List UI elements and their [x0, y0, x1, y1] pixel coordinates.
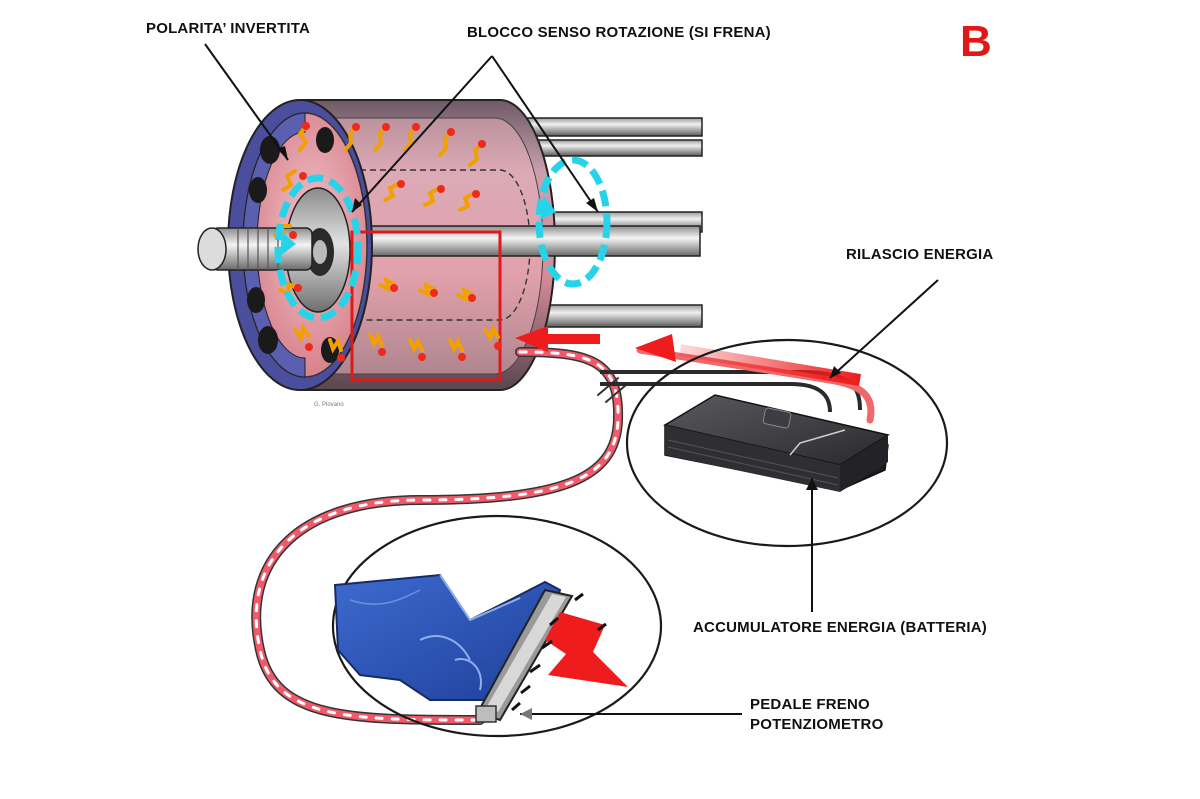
brake-pedal-icon [475, 588, 574, 723]
pedal-cable [251, 347, 627, 725]
panel-letter: B [960, 17, 992, 66]
rotation-direction-arrowheads [280, 196, 556, 256]
label-leader-arrowheads [277, 146, 841, 720]
pedal-force-arrow [511, 592, 628, 712]
battery-icon [663, 394, 890, 492]
label-potentiometer: POTENZIOMETRO [750, 716, 884, 733]
label-rotation-block: BLOCCO SENSO ROTAZIONE (SI FRENA) [467, 24, 771, 41]
label-energy-release: RILASCIO ENERGIA [846, 246, 994, 263]
label-polarity-inverted: POLARITA’ INVERTITA [146, 20, 311, 37]
electric-motor-icon [197, 99, 701, 391]
label-brake-pedal: PEDALE FRENO [750, 696, 870, 713]
battery-magnifier [625, 338, 949, 548]
magnetic-field-arrowheads [289, 122, 502, 362]
pedal-magnifier [331, 514, 663, 738]
label-leader-lines [204, 43, 939, 715]
artist-credit: G. Piovano [314, 402, 344, 408]
rotation-block-indicators [274, 156, 611, 322]
energy-release-arrows [515, 326, 861, 386]
label-energy-accumulator: ACCUMULATORE ENERGIA (BATTERIA) [693, 619, 987, 636]
